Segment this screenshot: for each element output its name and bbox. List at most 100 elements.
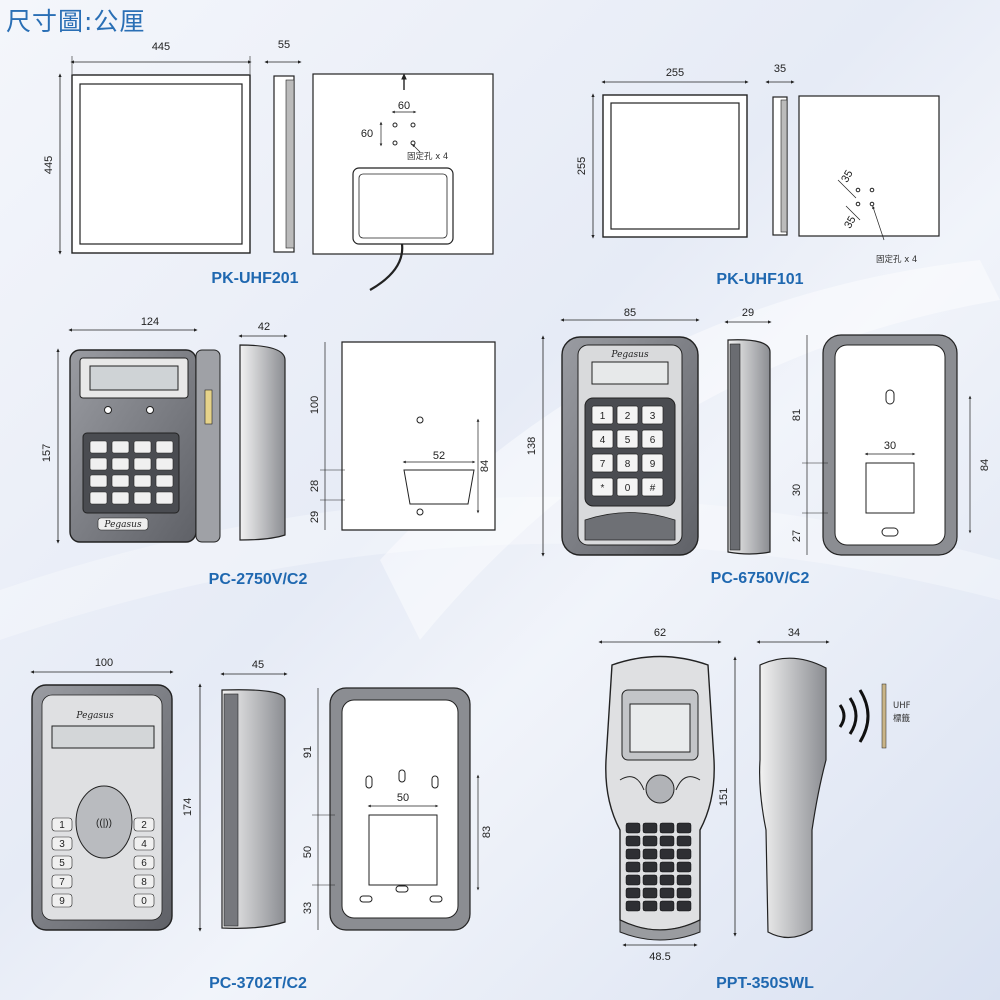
- pc-2750-back-top: 100: [309, 396, 321, 414]
- ppt-350-key: [659, 874, 675, 886]
- pc-3702-key: [51, 893, 73, 908]
- ppt-350-key: [625, 835, 641, 847]
- pc-6750-back-hole: 30: [884, 440, 896, 452]
- pc-3702-key: [51, 855, 73, 870]
- pk-uhf201-hole-h: 60: [398, 100, 410, 112]
- pk-uhf101-hole-h: 35: [839, 168, 856, 185]
- pc-2750-key: [89, 474, 108, 488]
- pc-3702-height: 174: [182, 798, 194, 816]
- pc-6750-key-label: 7: [600, 459, 606, 470]
- ppt-350-bottom-width: 48.5: [649, 951, 670, 963]
- pk-uhf101-model: PK-UHF101: [716, 271, 803, 288]
- pc-2750-brand: Pegasus: [103, 520, 142, 530]
- pc-6750-back-span: 84: [979, 459, 991, 471]
- pc-2750-key: [89, 491, 108, 505]
- ppt-350-key: [659, 900, 675, 912]
- pc-3702-key-label: 3: [59, 839, 65, 850]
- pc-6750-back-top: 81: [791, 409, 803, 421]
- pc-2750-key: [133, 474, 152, 488]
- pc-6750-key: [616, 477, 639, 497]
- pc-2750-width: 124: [141, 316, 159, 328]
- pc-6750-height: 138: [526, 437, 538, 455]
- pk-uhf201-height: 445: [43, 156, 55, 174]
- pc-3702-key: [133, 874, 155, 889]
- pc-6750-key-label: 2: [625, 411, 631, 422]
- ppt-350-key: [676, 848, 692, 860]
- pc-2750-key: [133, 457, 152, 471]
- ppt-350-key: [625, 861, 641, 873]
- pk-uhf201-model: PK-UHF201: [211, 270, 298, 287]
- pc-6750-key: [591, 453, 614, 473]
- ppt-350-key: [659, 822, 675, 834]
- ppt-350-key: [676, 887, 692, 899]
- pc-3702-width: 100: [95, 657, 113, 669]
- pc-6750-brand: Pegasus: [610, 350, 649, 360]
- pc-3702-key-label: 9: [59, 896, 65, 907]
- pc-6750-key-label: 9: [650, 459, 656, 470]
- pc-6750-key-label: #: [650, 483, 656, 494]
- ppt-350-key: [659, 848, 675, 860]
- pc-3702-key: [133, 817, 155, 832]
- pc-6750-depth: 29: [742, 307, 754, 319]
- pc-2750-key: [133, 440, 152, 454]
- pc-6750-key: [616, 453, 639, 473]
- ppt-350-key: [676, 900, 692, 912]
- pc-2750-height: 157: [41, 444, 53, 462]
- pk-uhf201-hole-v: 60: [361, 128, 373, 140]
- ppt-350-key: [659, 861, 675, 873]
- pc-6750-key-label: 5: [625, 435, 631, 446]
- pc-3702-model: PC-3702T/C2: [209, 975, 307, 992]
- pc-6750-back-bottom: 27: [791, 530, 803, 542]
- pk-uhf201-depth: 55: [278, 39, 290, 51]
- ppt-350-key: [676, 861, 692, 873]
- pk-uhf101-diagram: 255 255 35 35 35 固定孔 x 4 PK-UHF101: [576, 63, 940, 288]
- ppt-350-key: [642, 874, 658, 886]
- pc-2750-back-span: 84: [479, 460, 491, 472]
- pc-3702-key-label: 2: [141, 820, 147, 831]
- pc-6750-key: [591, 477, 614, 497]
- pc-2750-diagram: Pegasus 124 157 42 52 84 100 28 29 PC-27…: [41, 316, 496, 588]
- pc-2750-back-mid: 28: [309, 480, 321, 492]
- pc-3702-key: [133, 893, 155, 908]
- pc-6750-key: [641, 429, 664, 449]
- pc-6750-key: [591, 405, 614, 425]
- ppt-350-key: [676, 822, 692, 834]
- ppt-350-key: [642, 835, 658, 847]
- pk-uhf101-height: 255: [576, 157, 588, 175]
- pc-2750-key: [89, 457, 108, 471]
- pc-3702-key: [133, 855, 155, 870]
- ppt-350-diagram: 62 151 48.5 34 UHF 標籤 PPT-350SWL: [598, 627, 911, 992]
- pc-6750-back-mid: 30: [791, 484, 803, 496]
- ppt-350-tag-label-1: UHF: [893, 701, 911, 711]
- pc-6750-key: [616, 405, 639, 425]
- pc-6750-key-label: 6: [650, 435, 656, 446]
- page-title: 尺寸圖:公厘: [6, 7, 146, 36]
- pc-3702-back-mid: 50: [302, 846, 314, 858]
- pc-3702-back-top: 91: [302, 746, 314, 758]
- pc-3702-key-label: 8: [141, 877, 147, 888]
- pc-2750-key: [111, 491, 130, 505]
- ppt-350-key: [659, 835, 675, 847]
- pc-2750-key: [111, 457, 130, 471]
- pk-uhf101-depth: 35: [774, 63, 786, 75]
- ppt-350-key: [642, 822, 658, 834]
- pc-2750-model: PC-2750V/C2: [209, 571, 308, 588]
- pc-6750-key-label: *: [601, 483, 605, 494]
- ppt-350-key: [642, 900, 658, 912]
- pc-6750-key-label: 1: [600, 411, 606, 422]
- pc-6750-model: PC-6750V/C2: [711, 570, 810, 587]
- pc-3702-key: [51, 817, 73, 832]
- ppt-350-key: [676, 835, 692, 847]
- ppt-350-key: [642, 848, 658, 860]
- pc-6750-key-label: 0: [625, 483, 631, 494]
- pk-uhf201-width: 445: [152, 41, 170, 53]
- ppt-350-width: 62: [654, 627, 666, 639]
- ppt-350-key: [676, 874, 692, 886]
- pc-3702-key-label: 7: [59, 877, 65, 888]
- pc-3702-key-label: 0: [141, 896, 147, 907]
- pc-3702-depth: 45: [252, 659, 264, 671]
- pc-2750-key: [155, 474, 174, 488]
- pc-6750-key: [591, 429, 614, 449]
- pc-2750-back-bottom: 29: [309, 511, 321, 523]
